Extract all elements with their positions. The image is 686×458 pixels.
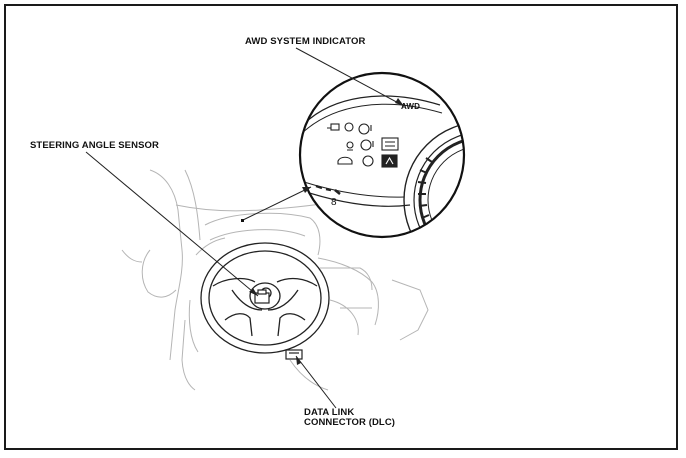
steering-angle-sensor-part (254, 289, 270, 304)
brake-warning-icon (358, 123, 370, 135)
leader-arrows (249, 98, 404, 365)
sensor-leader (85, 151, 259, 297)
awd-indicator-label: AWD SYSTEM INDICATOR (245, 36, 366, 47)
awd-indicator-text: AWD (401, 102, 420, 111)
dlc-label-line1: DATA LINK (304, 407, 355, 418)
seatbelt-icon (346, 141, 354, 149)
magnifier-ring (298, 71, 466, 239)
maint-icon (381, 137, 399, 151)
immobilizer-icon (381, 154, 398, 168)
leader-lines (85, 47, 405, 409)
dlc-leader (295, 355, 337, 409)
cluster-location-marker (241, 219, 244, 222)
dlc-label-line2: CONNECTOR (DLC) (304, 417, 396, 428)
parking-brake-icon (362, 155, 374, 167)
dashboard-outline (121, 169, 429, 391)
traction-icon (330, 123, 340, 131)
awd-leader (295, 47, 405, 107)
dlc-connector-part (285, 349, 303, 360)
gauge-digit: 8 (331, 197, 337, 208)
zoom-leader (242, 186, 312, 221)
tpms-icon (360, 139, 372, 151)
magnified-cluster (300, 73, 464, 237)
vsa-off-icon (344, 122, 354, 132)
steering-angle-sensor-label: STEERING ANGLE SENSOR (30, 140, 159, 151)
check-engine-icon (337, 156, 353, 165)
warning-icons (327, 122, 399, 168)
